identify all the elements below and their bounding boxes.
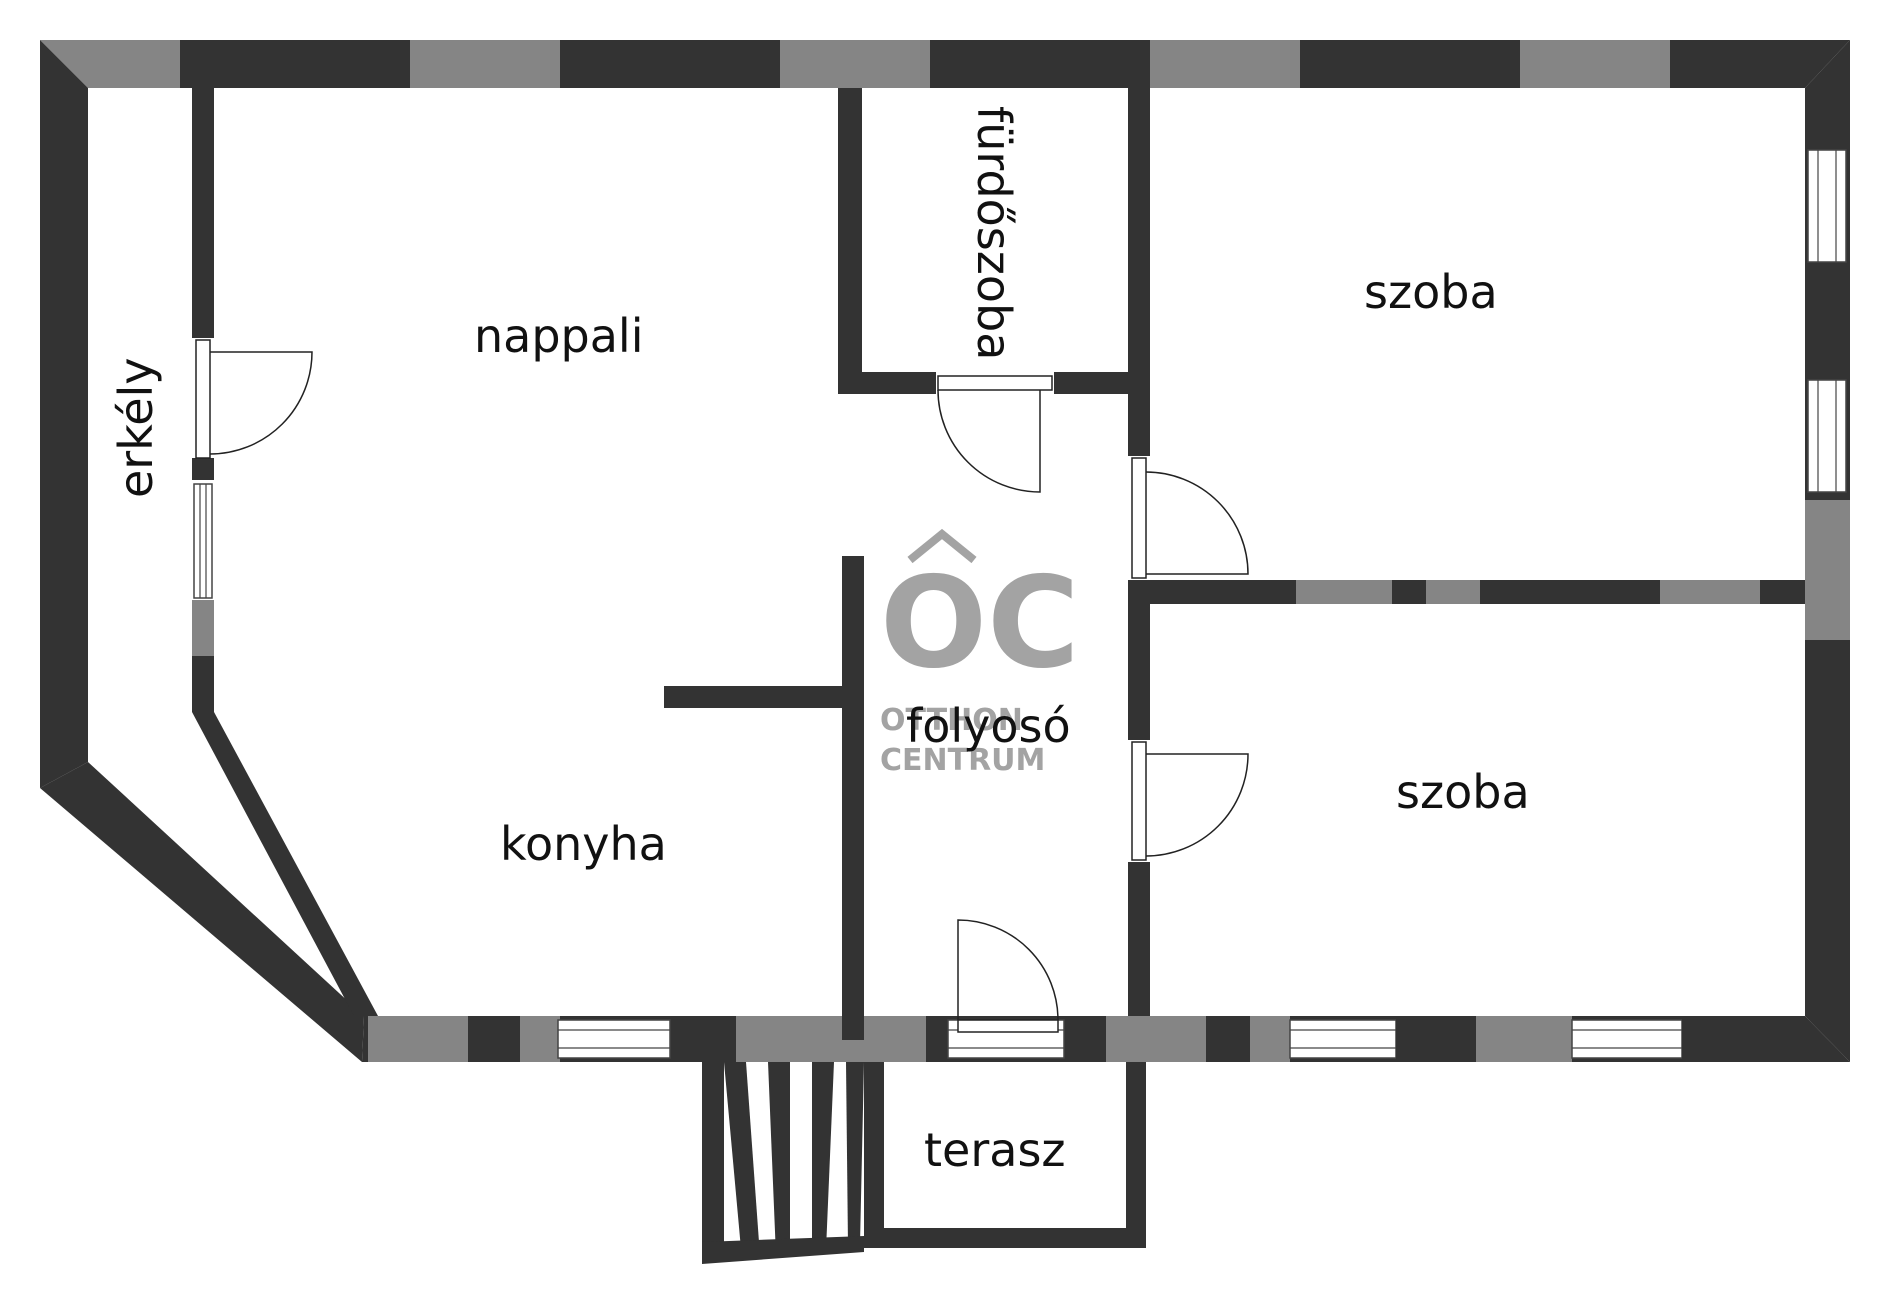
door-erkely xyxy=(195,339,313,459)
window-szoba-top-2 xyxy=(1807,379,1847,493)
window-szoba-bottom-1 xyxy=(1289,1019,1397,1059)
door-furdoszoba xyxy=(937,375,1053,493)
window-szoba-top-1 xyxy=(1807,149,1847,263)
window-konyha xyxy=(557,1019,671,1059)
watermark-line1: OTTHON xyxy=(880,703,1023,738)
door-entrance xyxy=(957,919,1059,1033)
room-labels: nappali fürdőszoba szoba erkély folyosó … xyxy=(109,106,1530,1177)
room-label-folyoso: folyosó xyxy=(906,699,1071,753)
door-szoba-top xyxy=(1131,457,1249,579)
watermark-monogram: OC xyxy=(880,549,1080,696)
room-label-szoba-top: szoba xyxy=(1364,265,1498,319)
interior-walls xyxy=(192,88,1805,1016)
terrace xyxy=(864,1062,1146,1248)
door-szoba-bottom xyxy=(1131,741,1249,861)
doors xyxy=(195,339,1249,1033)
windows xyxy=(193,149,1847,1062)
watermark-logo: OC OTTHON CENTRUM xyxy=(880,528,1080,778)
window-erkely xyxy=(193,483,213,599)
room-label-terasz: terasz xyxy=(924,1123,1066,1177)
room-label-konyha: konyha xyxy=(500,817,667,871)
room-label-nappali: nappali xyxy=(474,309,644,363)
room-label-szoba-bottom: szoba xyxy=(1396,765,1530,819)
room-label-furdoszoba: fürdőszoba xyxy=(967,106,1021,360)
watermark-line2: CENTRUM xyxy=(880,743,1045,778)
roof-icon xyxy=(907,528,977,564)
window-szoba-bottom-2 xyxy=(1571,1019,1683,1059)
stairs xyxy=(702,1062,864,1264)
room-label-erkely: erkély xyxy=(109,357,163,498)
